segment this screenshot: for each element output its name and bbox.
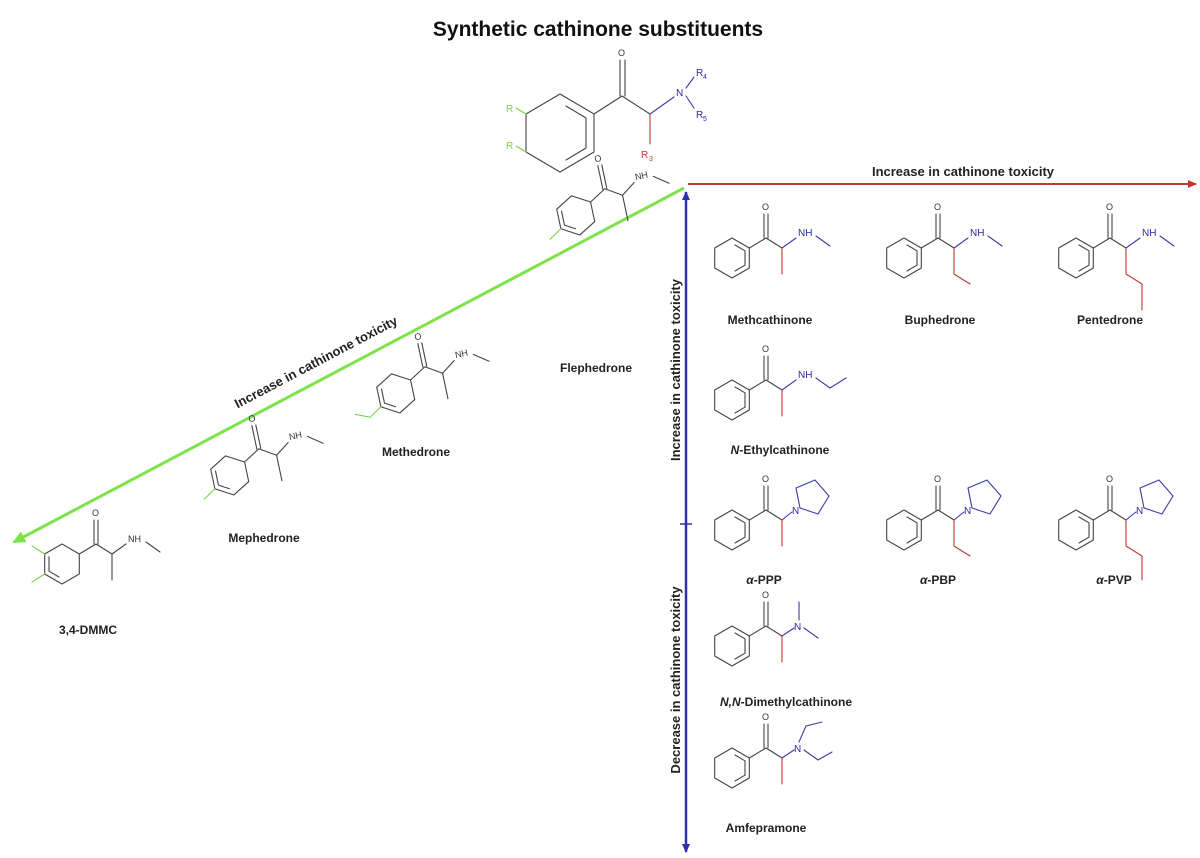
svg-text:O: O <box>593 153 602 164</box>
scaffold-nitrogen: N <box>676 88 683 99</box>
svg-text:O: O <box>762 344 769 354</box>
svg-text:NH: NH <box>1142 228 1156 239</box>
mephedrone-structure: O NH <box>203 413 324 500</box>
flephedrone-label: Flephedrone <box>560 361 632 375</box>
buphedrone-label: Buphedrone <box>905 313 976 327</box>
svg-text:N: N <box>964 506 971 517</box>
svg-text:O: O <box>762 712 769 722</box>
svg-text:O: O <box>1106 474 1113 484</box>
scaffold-r2: R <box>506 141 513 152</box>
a-ppp-label: α-PPP <box>746 573 781 587</box>
svg-text:NH: NH <box>288 430 303 442</box>
pentedrone-label: Pentedrone <box>1077 313 1143 327</box>
n-ethylcathinone-structure: O NH <box>714 344 847 421</box>
dmmc-label: 3,4-DMMC <box>59 623 117 637</box>
scaffold-r1: R <box>506 104 513 115</box>
a-pbp-structure: O N <box>886 474 1002 557</box>
nn-dimethylcathinone-label: N,N-Dimethylcathinone <box>720 695 852 709</box>
nn-dimethylcathinone-structure: O N <box>714 590 819 667</box>
methcathinone-label: Methcathinone <box>728 313 813 327</box>
svg-text:NH: NH <box>454 348 469 360</box>
pentedrone-structure: O NH <box>1058 202 1175 311</box>
svg-text:O: O <box>247 413 256 424</box>
scaffold-r4: R <box>696 68 703 79</box>
svg-text:N: N <box>794 622 801 633</box>
scaffold-r4-sub: 4 <box>703 74 707 81</box>
svg-text:O: O <box>1106 202 1113 212</box>
scaffold-r5-sub: 5 <box>703 116 707 123</box>
buphedrone-structure: O NH <box>886 202 1003 285</box>
svg-text:O: O <box>762 474 769 484</box>
top-axis-label: Increase in cathinone toxicity <box>872 164 1055 179</box>
svg-text:NH: NH <box>128 534 141 544</box>
svg-text:O: O <box>762 590 769 600</box>
scaffold-r3: R <box>641 150 648 161</box>
amfepramone-structure: O N <box>714 712 833 789</box>
svg-text:O: O <box>92 508 99 518</box>
svg-text:NH: NH <box>798 228 812 239</box>
scaffold-r3-sub: 3 <box>649 156 653 163</box>
methedrone-structure: O NH <box>354 331 490 418</box>
a-pbp-label: α-PBP <box>920 573 956 587</box>
methcathinone-structure: O NH <box>714 202 831 279</box>
a-ppp-structure: O N <box>714 474 830 551</box>
svg-text:NH: NH <box>970 228 984 239</box>
svg-text:N: N <box>792 506 799 517</box>
dmmc-structure: O NH <box>31 508 161 585</box>
vertical-axis-up-label: Increase in cathinone toxicity <box>668 278 683 461</box>
n-ethylcathinone-label: N-Ethylcathinone <box>731 443 830 457</box>
page-title: Synthetic cathinone substituents <box>433 18 763 41</box>
a-pvp-label: α-PVP <box>1096 573 1131 587</box>
svg-text:NH: NH <box>798 370 812 381</box>
scaffold-oxygen: O <box>618 48 625 58</box>
mephedrone-label: Mephedrone <box>228 531 300 545</box>
svg-text:N: N <box>1136 506 1143 517</box>
svg-text:NH: NH <box>634 170 649 182</box>
vertical-axis-down-label: Decrease in cathinone toxicity <box>668 586 683 774</box>
diagonal-axis-arrow <box>12 186 685 544</box>
scaffold-r5: R <box>696 110 703 121</box>
flephedrone-structure: O NH <box>549 153 670 240</box>
svg-text:O: O <box>934 202 941 212</box>
svg-text:O: O <box>934 474 941 484</box>
methedrone-label: Methedrone <box>382 445 450 459</box>
a-pvp-structure: O N <box>1058 474 1174 581</box>
svg-text:O: O <box>762 202 769 212</box>
amfepramone-label: Amfepramone <box>726 821 807 835</box>
scaffold-structure: R R O R 3 N R 4 R 5 <box>506 48 707 173</box>
diagonal-axis-label: Increase in cathinone toxicity <box>232 313 401 412</box>
svg-text:O: O <box>413 331 422 342</box>
svg-text:N: N <box>794 744 801 755</box>
